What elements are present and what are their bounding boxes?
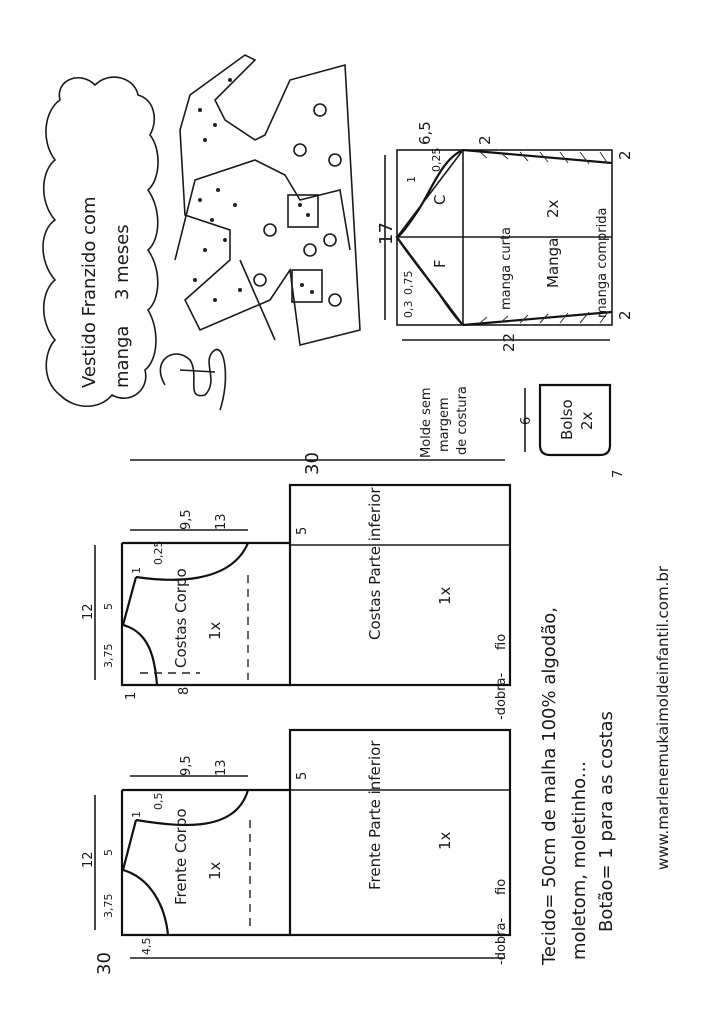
front-pattern: 5 9,5 13 12 3,75 5 1 0,5 4,5 Frente Corp… — [81, 728, 512, 975]
pocket-illustration — [287, 194, 319, 228]
sleeve-long-label: manga comprida — [595, 208, 610, 318]
svg-text:3,75: 3,75 — [102, 644, 115, 669]
front-skirt-label: Frente Parte inferior — [366, 740, 384, 890]
svg-text:5: 5 — [295, 527, 310, 535]
svg-text:1x: 1x — [436, 586, 454, 605]
sleeve-pattern: 17 22 6,5 2 2 2 1 0,25 0,75 0,3 C F mang… — [376, 121, 634, 352]
sleeve-width: 17 — [376, 222, 397, 245]
svg-text:1x: 1x — [206, 621, 224, 640]
sleeve-mark: 1 — [405, 176, 418, 183]
dress-illustration — [174, 54, 361, 346]
svg-text:1: 1 — [130, 567, 143, 574]
sleeve-qty: 2x — [544, 199, 562, 218]
sleeve-mark: 0,3 — [402, 301, 415, 319]
back-total-length: 30 — [302, 452, 323, 475]
fabric-note-2: moletom, moletinho... — [569, 761, 590, 960]
sleeve-mark: 0,25 — [430, 148, 443, 173]
sleeve-front-label: F — [431, 259, 449, 268]
sleeve-hem-left: 2 — [616, 310, 634, 320]
svg-text:5: 5 — [102, 603, 115, 610]
svg-text:margem: margem — [437, 397, 452, 452]
sleeve-short-label: manga curta — [499, 227, 514, 310]
svg-text:3,75: 3,75 — [102, 894, 115, 919]
svg-text:de costura: de costura — [455, 386, 470, 455]
svg-text:13: 13 — [214, 759, 229, 776]
svg-text:4,5: 4,5 — [140, 938, 153, 956]
back-skirt-label: Costas Parte inferior — [366, 487, 384, 640]
svg-text:5: 5 — [102, 849, 115, 856]
pocket-width: 6 — [519, 417, 534, 425]
svg-text:0,5: 0,5 — [152, 793, 165, 811]
sleeve-taper: 2 — [476, 135, 494, 145]
svg-text:12: 12 — [81, 603, 96, 620]
pocket-qty: 2x — [578, 411, 596, 430]
buttons-note: Botão= 1 para as costas — [596, 711, 617, 932]
sleeve-hem-right: 2 — [616, 150, 634, 160]
back-fold-label: -dobra- — [494, 673, 509, 720]
pocket-pattern: 6 7 Bolso 2x — [519, 383, 626, 478]
pocket-height: 7 — [611, 470, 626, 478]
materials-notes: Tecido= 50cm de malha 100% algodão, mole… — [539, 565, 672, 966]
title-cloud: Vestido Franzido com manga 3 meses — [42, 76, 159, 407]
sleeve-length: 22 — [500, 333, 518, 352]
svg-text:8: 8 — [177, 687, 192, 695]
front-fold-label: -dobra- — [494, 918, 509, 965]
svg-text:0,25: 0,25 — [152, 541, 165, 566]
website-link: www.marlenemukaimoldeinfantil.com.br — [654, 565, 672, 870]
back-bodice-label: Costas Corpo — [172, 568, 190, 668]
sleeve-cap-height: 6,5 — [416, 121, 434, 145]
svg-text:1: 1 — [130, 811, 143, 818]
pocket-name: Bolso — [558, 399, 576, 440]
svg-text:5: 5 — [295, 772, 310, 780]
svg-text:fio: fio — [494, 634, 509, 650]
title-line-3: 3 meses — [112, 224, 133, 300]
back-pattern: 30 5 9,5 13 12 3,75 5 1 0,25 1 8 Costas … — [81, 452, 512, 720]
svg-text:Molde sem: Molde sem — [419, 387, 434, 458]
svg-text:13: 13 — [214, 513, 229, 530]
signature — [159, 348, 227, 411]
svg-text:fio: fio — [494, 879, 509, 895]
svg-text:1x: 1x — [206, 861, 224, 880]
title-line-2: manga — [112, 326, 133, 388]
svg-text:9,5: 9,5 — [179, 509, 194, 530]
svg-text:12: 12 — [81, 851, 96, 868]
title-line-1: Vestido Franzido com — [79, 196, 100, 388]
front-total-length: 30 — [94, 952, 115, 975]
sleeve-name: Manga — [544, 238, 562, 288]
front-bodice-label: Frente Corpo — [172, 808, 190, 905]
sleeve-back-label: C — [431, 195, 449, 205]
fabric-note: Tecido= 50cm de malha 100% algodão, — [539, 607, 560, 966]
svg-text:1x: 1x — [436, 831, 454, 850]
sleeve-mark: 0,75 — [402, 271, 415, 296]
svg-text:9,5: 9,5 — [179, 755, 194, 776]
seam-allowance-note: Molde sem margem de costura — [419, 386, 470, 458]
svg-text:1: 1 — [124, 692, 139, 700]
